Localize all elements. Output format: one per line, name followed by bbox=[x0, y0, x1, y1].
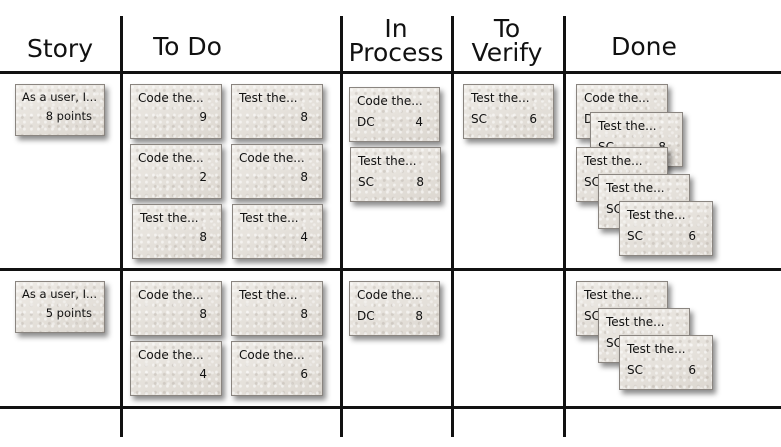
header-text: To bbox=[493, 14, 521, 43]
task-owner: SC bbox=[606, 336, 622, 350]
header-text: To Do bbox=[153, 32, 222, 61]
task-hours: 8 bbox=[199, 230, 207, 244]
task-title: Code the... bbox=[239, 151, 305, 165]
task-title: Test the... bbox=[240, 211, 299, 225]
task-title: Test the... bbox=[627, 208, 686, 222]
column-header-story: Story bbox=[0, 34, 120, 63]
task-title: Code the... bbox=[239, 348, 305, 362]
story-points: 8 points bbox=[45, 109, 92, 123]
column-divider-line bbox=[451, 16, 454, 437]
task-owner: SC bbox=[584, 175, 600, 189]
task-title: Test the... bbox=[584, 288, 643, 302]
task-owner: SC bbox=[606, 202, 622, 216]
task-card[interactable]: Code the... 2 bbox=[130, 144, 222, 199]
task-hours: 8 bbox=[300, 110, 308, 124]
task-hours: 8 bbox=[300, 170, 308, 184]
header-text: Process bbox=[348, 38, 444, 67]
task-hours: 8 bbox=[199, 307, 207, 321]
task-title: Test the... bbox=[627, 342, 686, 356]
task-card[interactable]: Test the... 8 bbox=[231, 281, 323, 336]
task-title: Test the... bbox=[239, 288, 298, 302]
task-title: Code the... bbox=[138, 348, 204, 362]
task-card[interactable]: Test the... SC 6 bbox=[619, 201, 713, 256]
task-title: Test the... bbox=[358, 154, 417, 168]
task-title: Code the... bbox=[584, 91, 650, 105]
story-title: As a user, I... bbox=[22, 287, 97, 301]
task-title: Test the... bbox=[584, 154, 643, 168]
column-header-to-verify: To Verify bbox=[451, 14, 563, 67]
column-divider-line bbox=[563, 16, 566, 437]
task-card[interactable]: Code the... DC 4 bbox=[349, 87, 440, 142]
story-title: As a user, I... bbox=[22, 90, 97, 104]
task-card[interactable]: Test the... SC 8 bbox=[350, 147, 441, 202]
task-owner: SC bbox=[627, 229, 643, 243]
task-title: Code the... bbox=[357, 288, 423, 302]
column-header-done: Done bbox=[566, 32, 722, 61]
column-header-todo: To Do bbox=[120, 32, 255, 61]
task-card[interactable]: Test the... 4 bbox=[232, 204, 323, 259]
task-hours: 6 bbox=[688, 229, 696, 243]
header-divider-line bbox=[0, 71, 781, 74]
task-card[interactable]: Code the... 6 bbox=[231, 341, 323, 396]
column-divider-line bbox=[340, 16, 343, 437]
task-title: Code the... bbox=[138, 91, 204, 105]
task-hours: 2 bbox=[199, 170, 207, 184]
header-text: Verify bbox=[471, 38, 543, 67]
story-card[interactable]: As a user, I... 5 points bbox=[15, 281, 105, 333]
story-points: 5 points bbox=[45, 306, 92, 320]
task-hours: 8 bbox=[415, 309, 423, 323]
task-owner: DC bbox=[357, 309, 375, 323]
header-text: In bbox=[384, 14, 408, 43]
task-card[interactable]: Test the... SC 6 bbox=[463, 84, 554, 139]
column-divider-line bbox=[120, 16, 123, 437]
task-hours: 4 bbox=[415, 115, 423, 129]
task-card[interactable]: Code the... 4 bbox=[130, 341, 222, 396]
task-owner: SC bbox=[627, 363, 643, 377]
task-hours: 8 bbox=[416, 175, 424, 189]
task-owner: SC bbox=[358, 175, 374, 189]
task-title: Test the... bbox=[239, 91, 298, 105]
task-card[interactable]: Code the... DC 8 bbox=[349, 281, 440, 336]
task-hours: 9 bbox=[199, 110, 207, 124]
task-title: Test the... bbox=[606, 181, 665, 195]
task-hours: 6 bbox=[300, 367, 308, 381]
task-card[interactable]: Test the... 8 bbox=[132, 204, 222, 259]
task-card[interactable]: Code the... 8 bbox=[231, 144, 323, 199]
task-hours: 4 bbox=[300, 230, 308, 244]
task-hours: 6 bbox=[688, 363, 696, 377]
story-card[interactable]: As a user, I... 8 points bbox=[15, 84, 105, 136]
task-card[interactable]: Test the... SC 6 bbox=[619, 335, 713, 390]
task-title: Test the... bbox=[140, 211, 199, 225]
task-card[interactable]: Test the... 8 bbox=[231, 84, 323, 139]
column-header-in-process: In Process bbox=[340, 14, 452, 67]
task-title: Code the... bbox=[138, 151, 204, 165]
task-hours: 6 bbox=[529, 112, 537, 126]
task-title: Test the... bbox=[606, 315, 665, 329]
task-title: Test the... bbox=[471, 91, 530, 105]
header-text: Done bbox=[611, 32, 677, 61]
task-hours: 4 bbox=[199, 367, 207, 381]
task-title: Code the... bbox=[357, 94, 423, 108]
task-hours: 8 bbox=[300, 307, 308, 321]
row-divider-line bbox=[0, 268, 781, 271]
header-text: Story bbox=[26, 34, 94, 63]
task-title: Code the... bbox=[138, 288, 204, 302]
task-owner: SC bbox=[584, 309, 600, 323]
task-card[interactable]: Code the... 9 bbox=[130, 84, 222, 139]
task-owner: SC bbox=[471, 112, 487, 126]
task-card[interactable]: Code the... 8 bbox=[130, 281, 222, 336]
task-title: Test the... bbox=[598, 119, 657, 133]
task-owner: DC bbox=[357, 115, 375, 129]
bottom-divider-line bbox=[0, 406, 781, 409]
